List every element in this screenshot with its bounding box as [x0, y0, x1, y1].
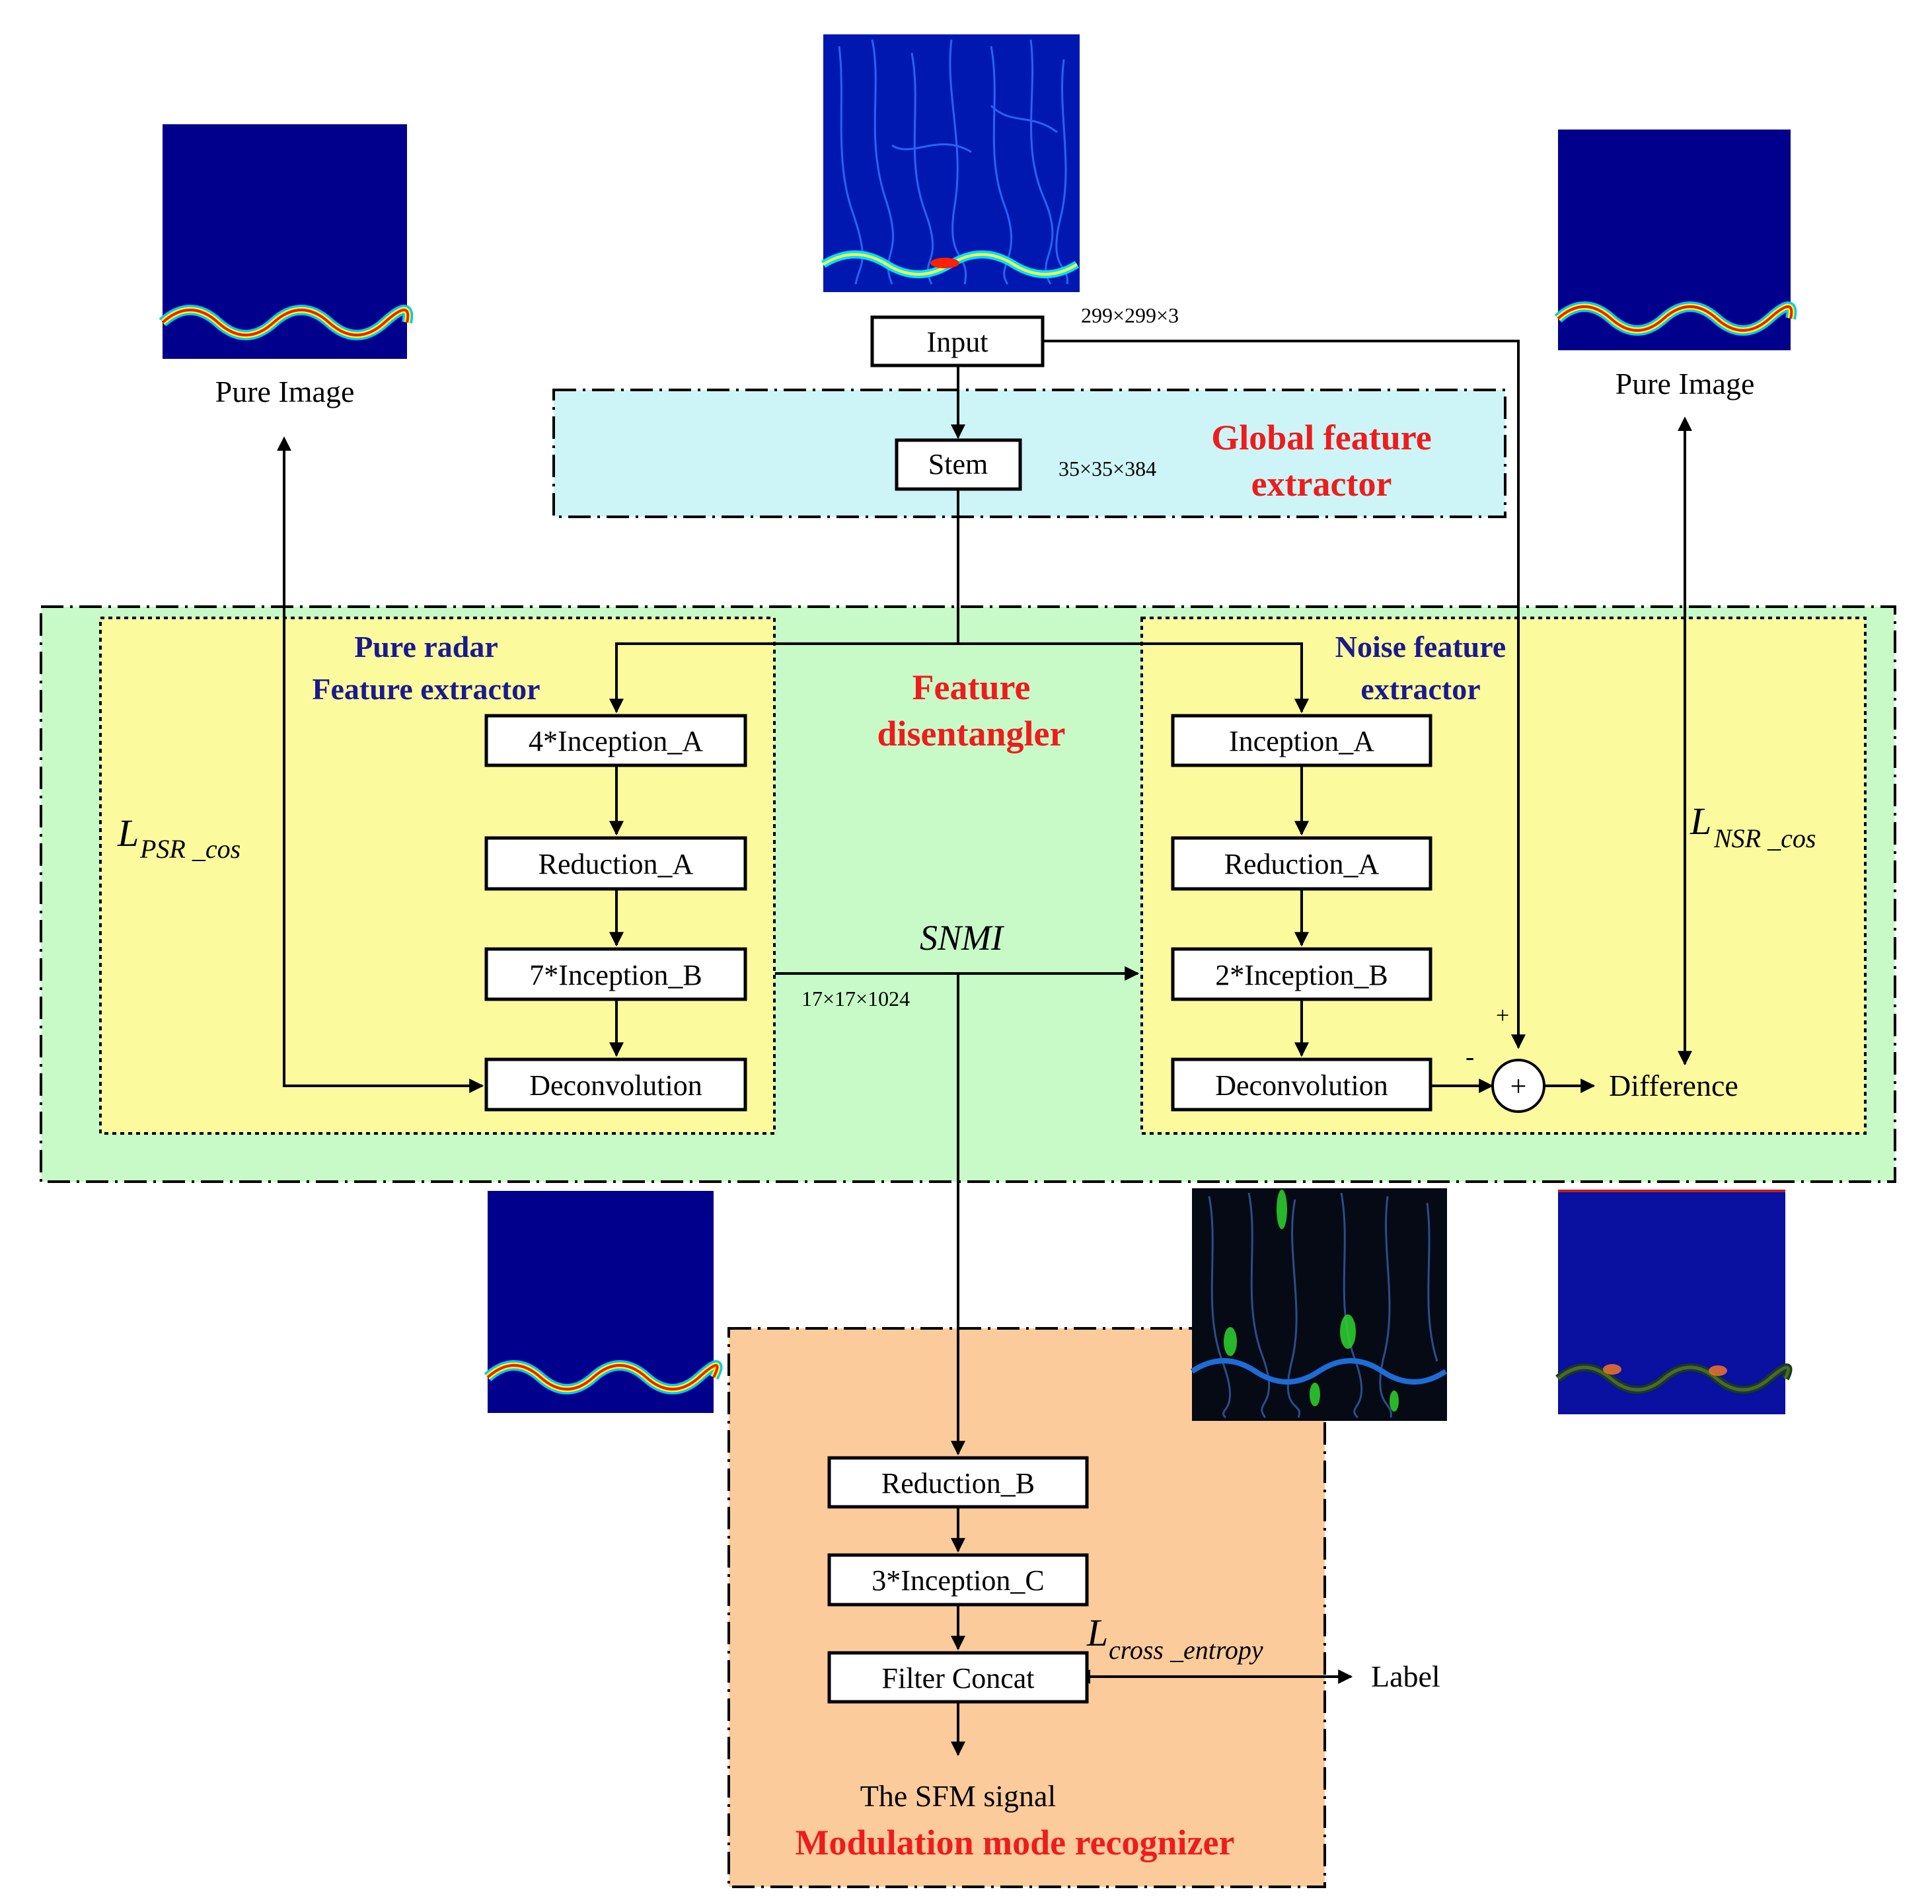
left-block-3-label: Deconvolution [529, 1069, 702, 1102]
loss-psr-cos: L PSR _cos [117, 812, 241, 864]
input-block [870, 315, 1045, 367]
bottom-block-2-label: Filter Concat [882, 1662, 1035, 1695]
modulation-mode-recognizer-region [727, 1327, 1326, 1888]
left-block-3 [484, 1057, 747, 1112]
pure-fe-title-line2: Feature extractor [312, 672, 540, 706]
pure-image-right [1554, 130, 1797, 350]
left-block-2 [484, 947, 747, 1001]
recognizer-title: Modulation mode recognizer [796, 1823, 1235, 1862]
left-block-2-label: 7*Inception_B [529, 959, 702, 991]
left-block-0-label: 4*Inception_A [529, 725, 703, 757]
input-dims: 299×299×3 [1081, 303, 1179, 327]
difference-image [1555, 1190, 1793, 1414]
difference-label: Difference [1609, 1069, 1738, 1102]
right-block-2-label: 2*Inception_B [1215, 959, 1388, 991]
stem-label: Stem [928, 448, 988, 480]
label-text: Label [1371, 1659, 1440, 1693]
right-block-2 [1171, 947, 1432, 1001]
noise-fe-title-line1: Noise feature [1335, 630, 1506, 664]
bottom-block-0-label: Reduction_B [881, 1467, 1035, 1500]
output-label: The SFM signal [860, 1779, 1056, 1813]
pure-image-left-label: Pure Image [215, 375, 355, 408]
snmi-label: SNMI [920, 918, 1005, 958]
left-block-1 [484, 836, 747, 891]
pure-image-right-label: Pure Image [1616, 367, 1755, 400]
arrow-stem-to-left-branch [609, 642, 958, 714]
arrow-stem-to-right-branch [958, 642, 1309, 714]
bottom-block-1-label: 3*Inception_C [872, 1564, 1045, 1597]
right-block-1 [1171, 836, 1432, 891]
sum-symbol: + [1510, 1070, 1527, 1102]
input-label: Input [927, 326, 988, 358]
bottom-block-0 [827, 1456, 1089, 1509]
loss-ce-sub: cross _entropy [1109, 1635, 1263, 1665]
pure-fe-title-line1: Pure radar [354, 630, 498, 664]
stem-block [895, 438, 1022, 491]
deconvolution-output-left-image [484, 1191, 723, 1413]
left-block-1-label: Reduction_A [539, 848, 694, 880]
stem-dims: 35×35×384 [1059, 457, 1156, 480]
loss-psr-main: L [117, 812, 139, 855]
global-title-line2: extractor [1251, 464, 1392, 504]
loss-ce-main: L [1086, 1611, 1108, 1654]
right-block-0-label: Inception_A [1229, 725, 1374, 757]
arrow-input-to-sum [1043, 340, 1526, 1049]
noise-fe-title-line2: extractor [1360, 672, 1480, 706]
disentangler-title-line1: Feature [912, 667, 1031, 707]
right-block-3-label: Deconvolution [1215, 1069, 1388, 1102]
arrow-loss-psr [277, 436, 484, 1093]
loss-nsr-cos: L NSR _cos [1690, 800, 1816, 853]
right-block-3 [1171, 1057, 1432, 1112]
loss-nsr-sub: NSR _cos [1713, 823, 1816, 853]
minus-sign: - [1466, 1042, 1474, 1071]
global-feature-extractor-region [552, 389, 1506, 518]
disentangler-title-line2: disentangler [877, 714, 1065, 753]
left-block-0 [484, 714, 747, 767]
loss-nsr-main: L [1690, 800, 1711, 843]
plus-sign: + [1496, 1002, 1509, 1028]
bottom-block-2 [827, 1651, 1089, 1704]
snmi-dims: 17×17×1024 [801, 987, 910, 1010]
input-image [821, 34, 1080, 292]
pure-image-left [159, 124, 414, 359]
bottom-block-1 [827, 1553, 1089, 1607]
loss-cross-entropy: L cross _entropy [1086, 1611, 1263, 1665]
sum-node [1491, 1059, 1545, 1113]
deconvolution-output-right-image [1190, 1188, 1448, 1421]
right-block-1-label: Reduction_A [1224, 848, 1380, 880]
global-title-line1: Global feature [1211, 418, 1431, 457]
loss-psr-sub: PSR _cos [139, 834, 241, 864]
right-block-0 [1171, 714, 1432, 767]
